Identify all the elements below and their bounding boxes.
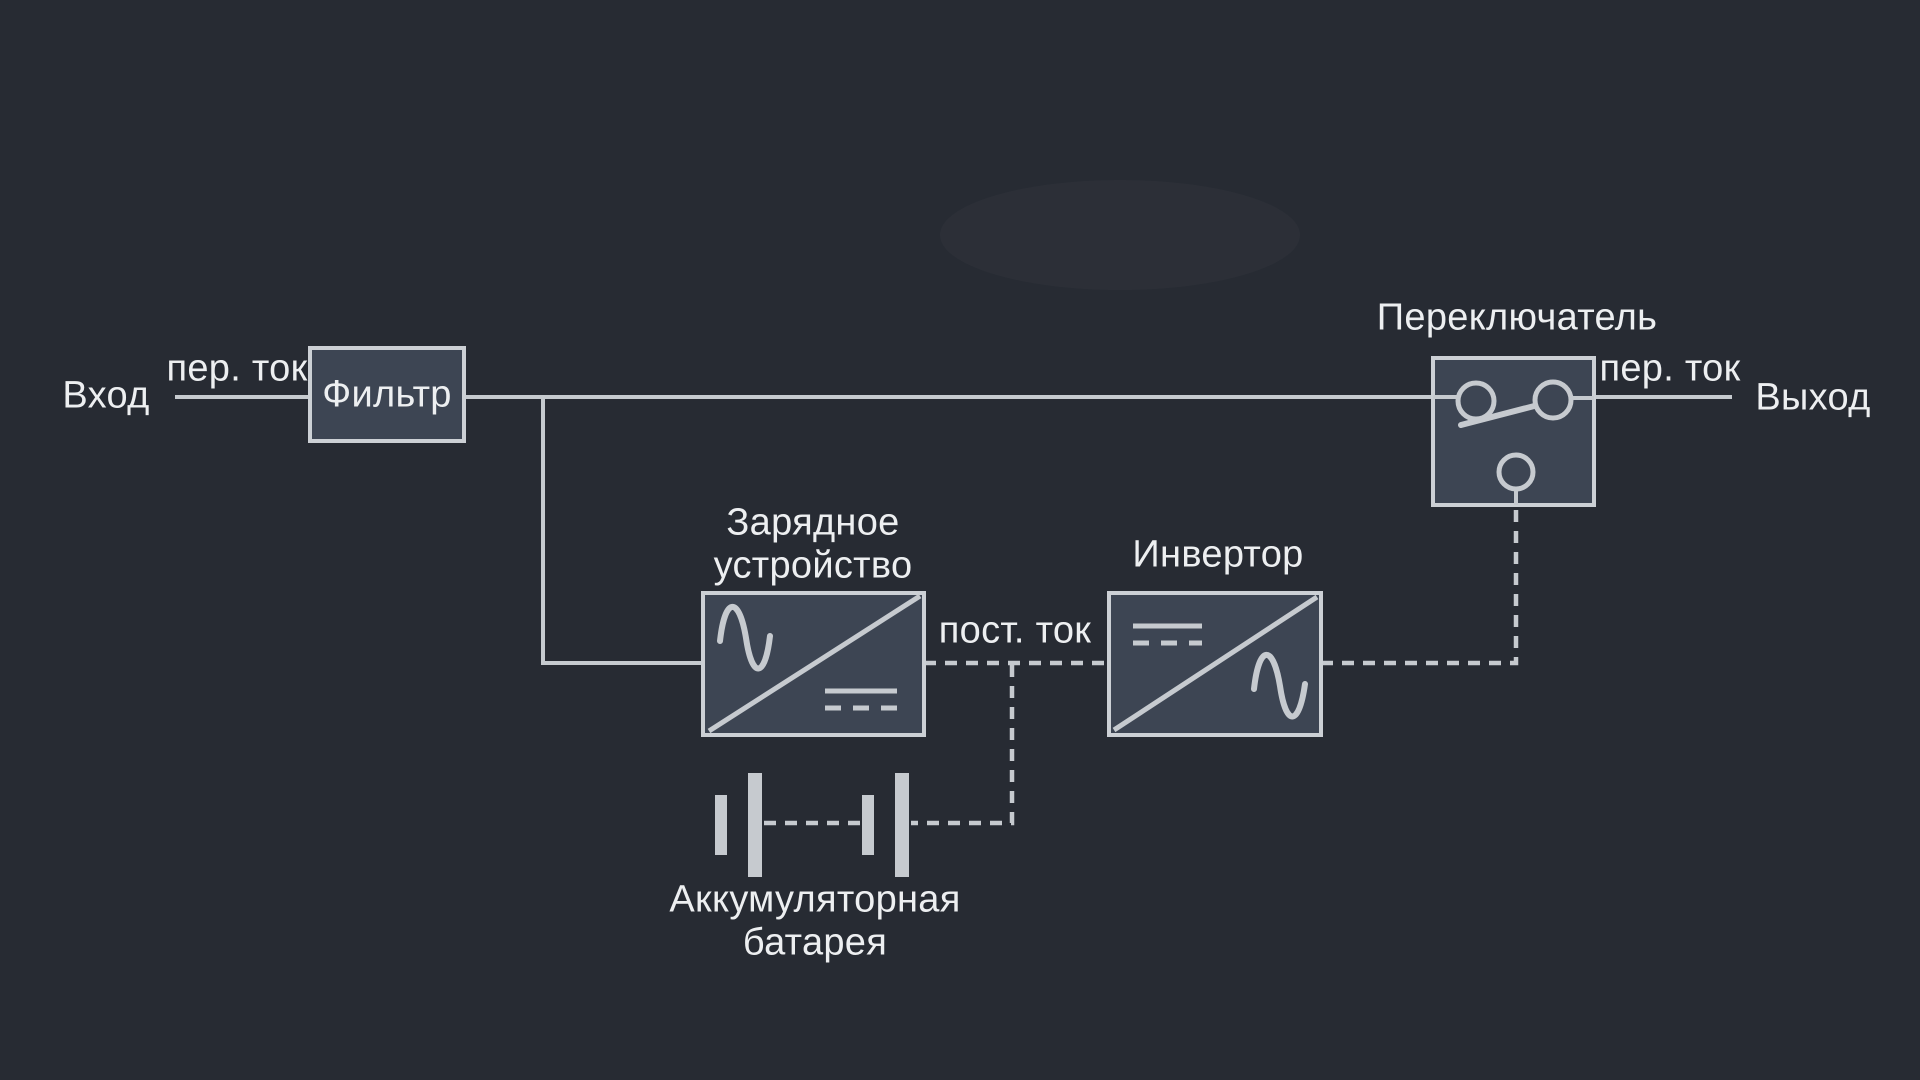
transfer-switch-box xyxy=(1431,356,1596,507)
battery-label: Аккумуляторная батарея xyxy=(669,878,961,963)
converter-diagonal xyxy=(707,593,922,734)
filter-box xyxy=(308,346,466,443)
battery-long-plate xyxy=(748,773,762,877)
dc-wire-inverter-switch xyxy=(1321,509,1519,666)
output-terminal-label: Выход xyxy=(1755,376,1871,419)
transfer-switch-label: Переключатель xyxy=(1376,296,1658,339)
switch-contact-icon xyxy=(1496,452,1536,492)
dc-bars-icon xyxy=(825,688,897,711)
switch-blade xyxy=(1458,401,1545,428)
input-terminal-label: Вход xyxy=(62,374,150,417)
ac-current-label-right: пер. ток xyxy=(1599,347,1741,390)
transfer-switch-box-group xyxy=(1431,356,1596,507)
switch-contact-icon xyxy=(1455,380,1497,422)
inverter-box-group xyxy=(1107,591,1323,737)
dc-wire-battery xyxy=(911,665,1015,826)
battery-icon xyxy=(715,773,909,877)
switch-contact-icon xyxy=(1532,379,1574,421)
converter-diagonal xyxy=(1112,594,1319,733)
dc-bars-icon xyxy=(1133,623,1202,646)
battery-long-plate xyxy=(895,773,909,877)
battery-short-plate xyxy=(715,795,727,855)
dc-current-label: пост. ток xyxy=(938,609,1092,652)
filter-label: Фильтр xyxy=(322,373,452,416)
ac-wave-icon xyxy=(717,604,773,672)
ac-current-label-left: пер. ток xyxy=(166,347,308,390)
battery-short-plate xyxy=(862,795,874,855)
ac-branch-wire xyxy=(541,397,705,665)
charger-label: Зарядное устройство xyxy=(713,501,913,586)
charger-box-group xyxy=(701,591,926,737)
inverter-label: Инвертор xyxy=(1132,533,1304,576)
background-glow xyxy=(940,180,1300,290)
ac-wave-icon xyxy=(1251,652,1308,720)
